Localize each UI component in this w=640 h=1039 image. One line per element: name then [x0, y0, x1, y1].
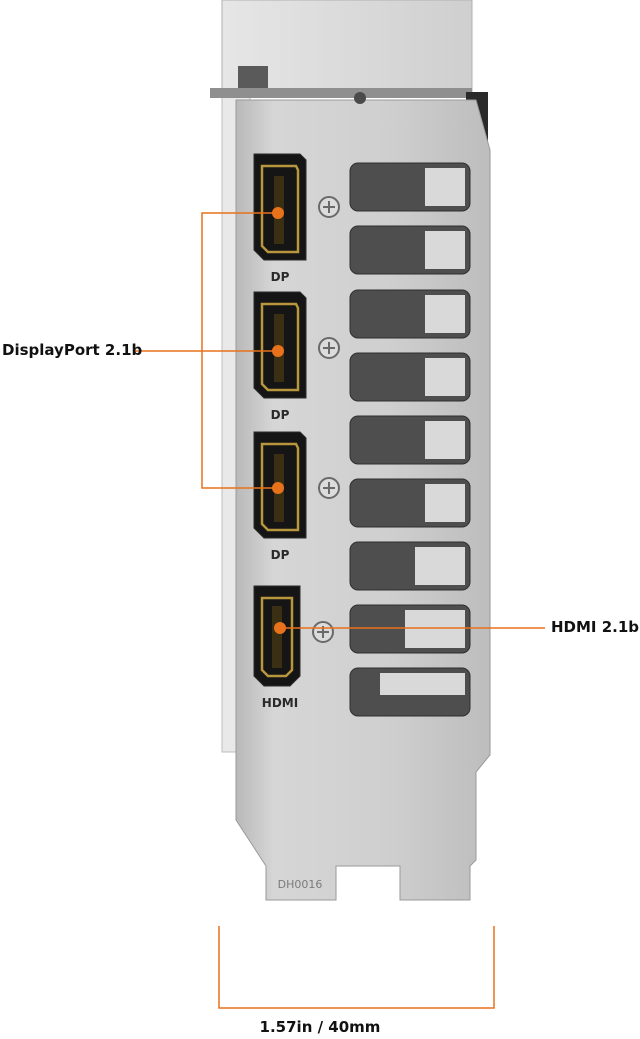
displayport-label: DisplayPort 2.1b [2, 341, 143, 359]
width-dimension-line [218, 926, 495, 1009]
callout-dot [272, 345, 284, 357]
callout-dot [272, 482, 284, 494]
displayport-connector [253, 291, 307, 399]
dp-marking: DP [271, 270, 290, 284]
mounting-screws [312, 196, 340, 643]
bracket-screw-hole [354, 92, 366, 104]
bracket-tab-code: DH0016 [278, 878, 323, 891]
displayport-connector [253, 153, 307, 261]
dp-marking: DP [271, 548, 290, 562]
dp-marking: DP [271, 408, 290, 422]
displayport-callout [135, 212, 278, 489]
vent-inner-highlights [380, 168, 465, 695]
hdmi-connector [253, 585, 301, 687]
width-dimension-label: 1.57in / 40mm [259, 1018, 381, 1036]
hdmi-label: HDMI 2.1b [551, 618, 640, 636]
callout-dot [272, 207, 284, 219]
hdmi-marking: HDMI [262, 696, 298, 710]
